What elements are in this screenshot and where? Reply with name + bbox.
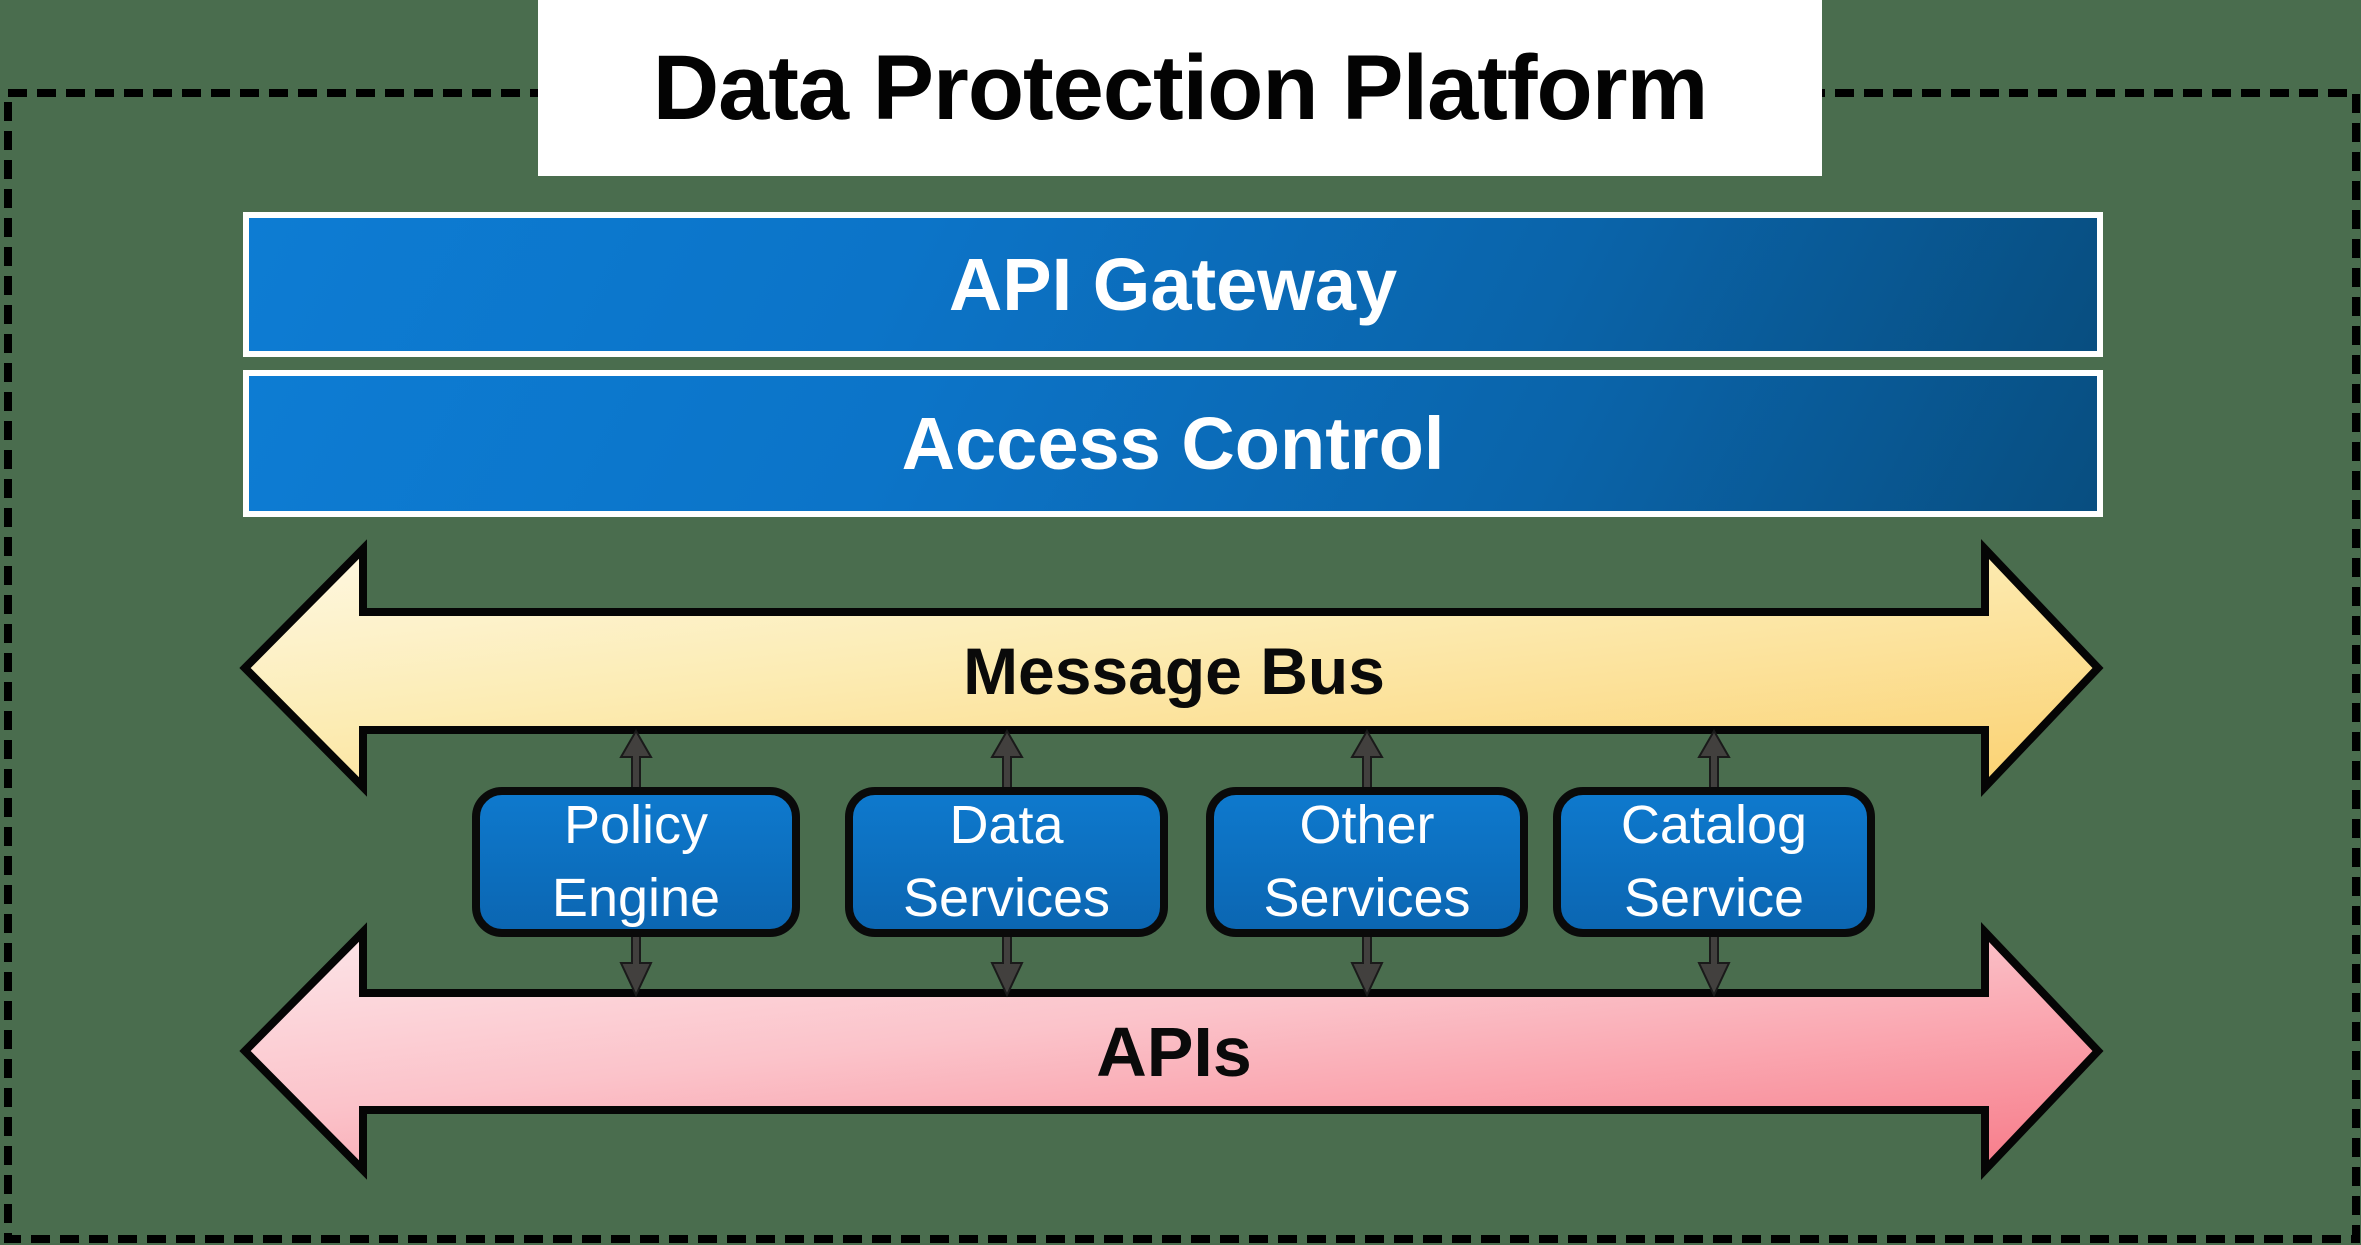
connector-arrow-up [619,728,653,790]
connector-arrow-down [1350,935,1384,998]
connector-arrow-up [990,728,1024,790]
layer-access-control-label: Access Control [901,402,1445,485]
service-policy-engine: Policy Engine [472,787,800,937]
connector-arrow-down [1697,935,1731,998]
connector-arrow-up [1697,728,1731,790]
service-policy-engine-label: Policy Engine [551,795,721,928]
service-catalog-service-label: Catalog Service [1620,795,1808,928]
service-data-services-label: Data Services [902,795,1111,928]
layer-api-gateway-label: API Gateway [948,243,1398,326]
service-other-services: Other Services [1206,787,1528,937]
message-bus-label: Message Bus [963,634,1385,708]
service-other-services-label: Other Services [1263,795,1471,928]
diagram-title: Data Protection Platform [652,36,1709,139]
layer-api-gateway: API Gateway [243,212,2103,357]
connector-arrow-down [619,935,653,998]
apis-arrow [239,921,2104,1181]
connector-arrow-up [1350,728,1384,790]
layer-access-control: Access Control [243,370,2103,517]
diagram-title-box: Data Protection Platform [538,0,1822,176]
connector-arrow-down [990,935,1024,998]
service-data-services: Data Services [845,787,1168,937]
apis-label: APIs [1096,1012,1252,1091]
service-catalog-service: Catalog Service [1553,787,1875,937]
message-bus-arrow [239,538,2104,798]
